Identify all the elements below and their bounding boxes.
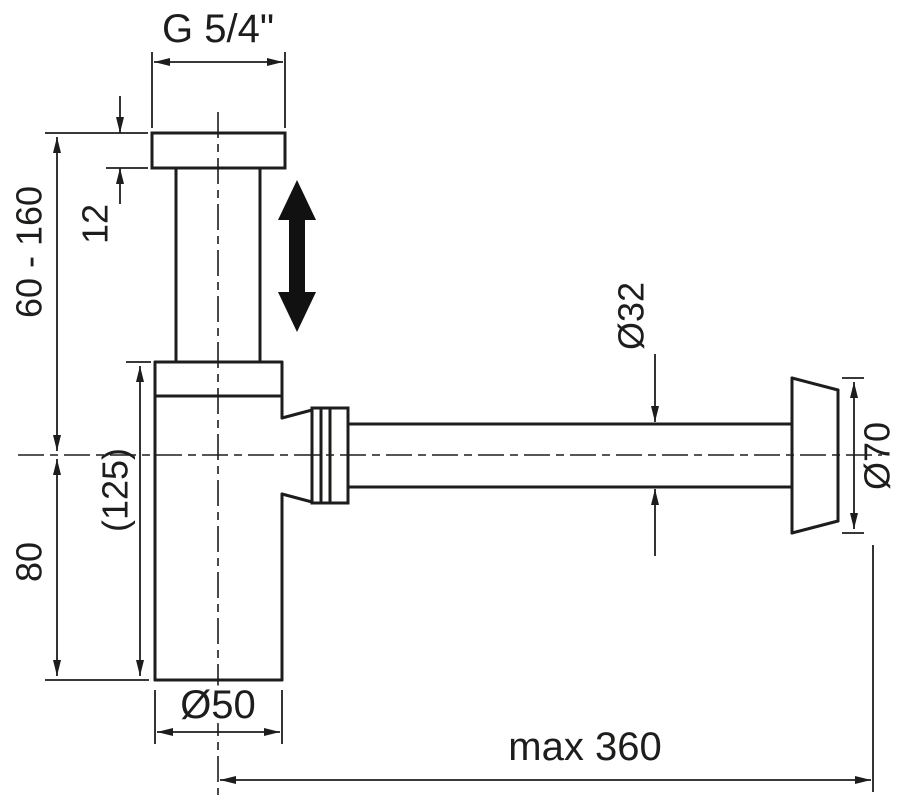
dim-pipe-diameter: Ø32 [611, 282, 659, 556]
dim-adjustable-height: 60 - 160 [9, 137, 61, 451]
dim-flange-thickness: 12 [45, 96, 148, 244]
max-length-label: max 360 [508, 725, 661, 769]
rosette-top [790, 376, 840, 392]
outlet-cone-top [280, 408, 314, 420]
dim-rosette-diameter: Ø70 [842, 377, 898, 534]
rosette-diameter-label: Ø70 [857, 422, 898, 490]
cup-diameter-label: Ø50 [180, 683, 256, 727]
dim-thread: G 5/4" [151, 7, 286, 128]
outlet-cone-bottom [280, 492, 314, 504]
rosette-bottom [790, 519, 840, 535]
thread-size-label: G 5/4" [162, 7, 274, 51]
dim-cup-diameter: Ø50 [154, 678, 283, 744]
body-height-label: (125) [95, 448, 136, 532]
centerlines [18, 112, 882, 795]
axis-to-bottom-label: 80 [9, 542, 50, 582]
adjustable-height-label: 60 - 160 [9, 186, 50, 318]
inlet-flange [150, 131, 287, 170]
pipe-diameter-label: Ø32 [611, 282, 652, 350]
dim-axis-to-bottom: 80 [9, 459, 149, 681]
flange-thickness-label: 12 [75, 204, 116, 244]
dim-max-length: max 360 [220, 545, 874, 792]
siphon-outline [150, 131, 840, 682]
dim-body-height: (125) [95, 361, 151, 676]
adjustability-double-arrow-icon [278, 180, 316, 332]
